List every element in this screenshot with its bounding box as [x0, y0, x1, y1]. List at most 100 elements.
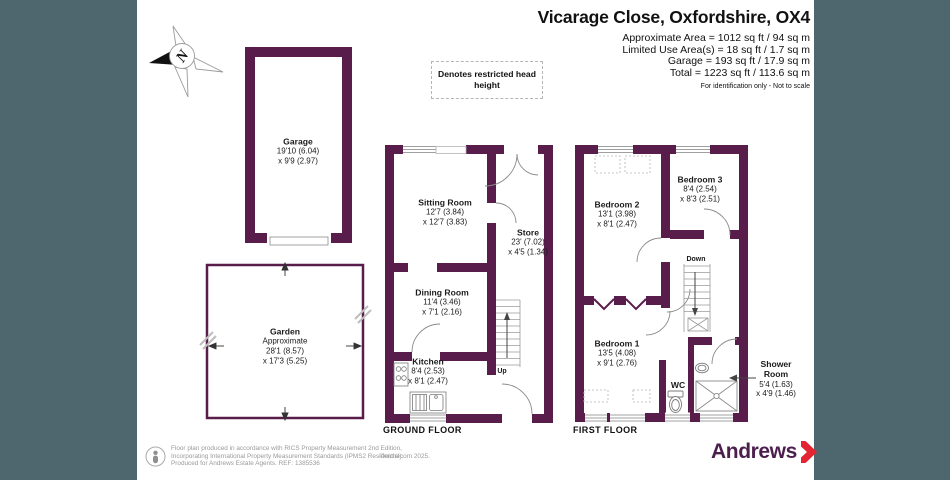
ground-floor-walls — [385, 145, 553, 423]
footer-line: Produced for Andrews Estate Agents. REF:… — [171, 460, 320, 468]
basin-icon — [695, 362, 709, 374]
landing-door-arc — [666, 288, 691, 313]
room-label-line: Store — [517, 227, 539, 238]
right-background-panel — [814, 0, 950, 480]
garden-plan — [199, 261, 372, 422]
scale-disclaimer: For identification only - Not to scale — [700, 83, 810, 91]
room-label-line: x 17'3 (5.25) — [262, 355, 308, 365]
boundary-break-marks — [199, 305, 372, 350]
bedroom2-door-arc — [636, 237, 662, 263]
ground-floor-label: GROUND FLOOR — [383, 425, 462, 435]
room-label-line: x 9'1 (2.76) — [597, 358, 637, 368]
shower-door-arc — [711, 338, 738, 365]
room-label-line: x 8'1 (2.47) — [408, 376, 448, 386]
shower-room-pointer — [729, 374, 756, 382]
garage-door — [269, 236, 329, 246]
room-label-line: x 4'5 (1.34) — [508, 247, 548, 257]
room-label-line: 8'4 (2.53) — [411, 366, 445, 376]
page-title: Vicarage Close, Oxfordshire, OX4 — [537, 7, 811, 27]
person-badge-icon — [145, 446, 166, 467]
room-label-line: Garage — [283, 136, 313, 147]
hob-icon — [393, 362, 409, 387]
ground-floor-door-arcs — [411, 153, 539, 415]
room-label-down: Down — [686, 256, 705, 264]
footer-line: Incorporating International Property Mea… — [171, 452, 404, 460]
restricted-head-height-legend: Denotes restricted head height — [431, 61, 543, 99]
left-background-panel — [0, 0, 137, 480]
footer-block: Floor plan produced in accordance with R… — [145, 445, 403, 468]
room-label-line: x 9'9 (2.97) — [278, 156, 318, 166]
first-floor-walls — [575, 145, 748, 422]
back-door-arc — [501, 383, 533, 415]
north-compass-icon: N — [149, 25, 224, 98]
restricted-head-height-areas — [583, 155, 651, 403]
store-door-arc — [495, 202, 517, 224]
room-label-line: Bedroom 3 — [677, 174, 723, 185]
room-label-line: Dining Room — [415, 287, 469, 298]
area-summary: Approximate Area = 1012 sq ft / 94 sq m … — [538, 32, 810, 79]
room-label-line: 5'4 (1.63) — [759, 379, 793, 389]
ground-floor-windows — [403, 144, 467, 424]
bedroom3-door-arc — [703, 208, 731, 236]
restricted-note-text: Denotes restricted head height — [438, 69, 536, 90]
front-door-arc — [516, 153, 539, 176]
first-floor-label: FIRST FLOOR — [573, 425, 638, 435]
area-line: Total = 1223 sq ft / 113.6 sq m — [669, 66, 810, 79]
andrews-wordmark: Andrews — [711, 440, 797, 463]
room-label-line: WC — [670, 379, 686, 390]
footer-line: Floor plan produced in accordance with R… — [171, 445, 402, 452]
area-line: Limited Use Area(s) = 18 sq ft / 1.7 sq … — [622, 43, 810, 56]
andrews-logo: Andrews — [711, 440, 818, 464]
room-label-wc: WC — [671, 380, 685, 390]
room-label-line: Room — [763, 369, 789, 380]
stairs-up — [496, 299, 521, 367]
header-block: Vicarage Close, Oxfordshire, OX4 Approxi… — [537, 7, 811, 91]
area-line: Approximate Area = 1012 sq ft / 94 sq m — [622, 32, 810, 44]
chevron-right-icon — [800, 441, 817, 463]
shower-tray-icon — [695, 380, 738, 412]
stairs-down — [683, 264, 711, 332]
room-label-line: 12'7 (3.84) — [426, 207, 464, 217]
room-label-line: 19'10 (6.04) — [276, 146, 320, 156]
room-label-line: Bedroom 1 — [594, 338, 640, 349]
room-label-line: Approximate — [262, 336, 308, 346]
folding-door-chevrons — [593, 298, 647, 311]
room-label-line: Up — [497, 367, 507, 375]
bathroom-fixtures — [667, 362, 738, 413]
toilet-icon — [667, 390, 684, 413]
room-label-line: Shower — [760, 359, 792, 370]
room-label-line: 23' (7.02) — [511, 237, 545, 247]
kitchen-door-arc — [411, 323, 441, 353]
first-floor-door-arcs — [636, 208, 738, 365]
area-line: Garage = 193 sq ft / 17.9 sq m — [667, 55, 810, 68]
room-label-line: Garden — [269, 326, 301, 337]
room-label-line: Kitchen — [412, 356, 444, 367]
first-floor-windows — [585, 144, 733, 424]
room-label-line: Bedroom 2 — [594, 199, 640, 210]
room-label-line: 28'1 (8.57) — [265, 346, 304, 356]
sink-icon — [409, 391, 447, 414]
room-label-line: Sitting Room — [418, 197, 472, 208]
room-label-line: x 12'7 (3.83) — [422, 217, 468, 227]
room-label-line: Down — [686, 255, 706, 263]
room-label-line: 11'4 (3.46) — [423, 297, 461, 307]
room-label-line: x 8'1 (2.47) — [597, 219, 637, 229]
room-label-line: 8'4 (2.54) — [683, 184, 717, 194]
copyright-text: ©nichecom 2025. — [380, 453, 430, 460]
garden-dimension-arrows — [207, 261, 363, 422]
room-label-line: 13'5 (4.08) — [597, 348, 636, 358]
room-label-line: x 7'1 (2.16) — [422, 307, 462, 317]
room-label-line: x 8'3 (2.51) — [680, 194, 720, 204]
